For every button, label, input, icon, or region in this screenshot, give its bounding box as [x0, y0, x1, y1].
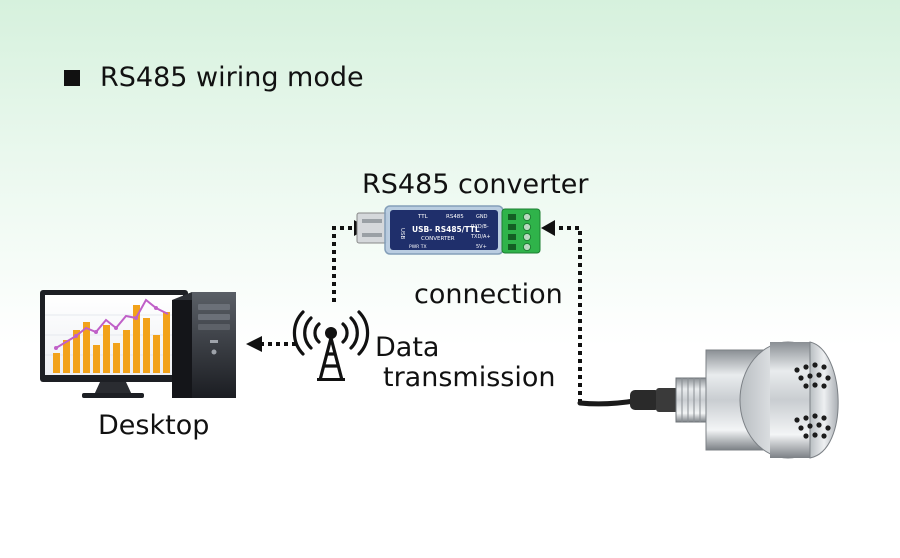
sensor-vent-holes [794, 362, 831, 439]
converter-body-line1: USB- RS485/TTL [412, 225, 480, 234]
arrow-into-desktop-icon [246, 336, 262, 352]
diagram-title: RS485 wiring mode [64, 62, 364, 93]
tower-pc [172, 292, 236, 398]
sensor-probe [577, 341, 839, 459]
title-bullet-square [64, 69, 80, 86]
usb-rs485-converter: TTL RS485 USB- RS485/TTL CONVERTER USB P… [356, 205, 541, 255]
converter-pin-txd: TXD/A+ [470, 234, 491, 240]
sensor-to-converter-line [555, 226, 582, 403]
converter-pcb [390, 210, 498, 250]
antenna-icon [292, 310, 370, 381]
title-text: RS485 wiring mode [100, 62, 364, 93]
converter-top-ttl: TTL [417, 214, 429, 220]
desktop-computer [40, 290, 236, 398]
antenna-to-converter-line [332, 226, 354, 302]
connection-lines [262, 226, 582, 403]
converter-pin-gnd: GND [476, 214, 488, 220]
arrow-into-terminal-icon [541, 220, 555, 236]
screen-bar-chart [53, 305, 170, 373]
converter-side-usb: USB [399, 228, 405, 240]
converter-pin-5v: 5V+ [476, 244, 487, 250]
sensor-threaded-nut [675, 377, 707, 423]
converter-top-rs485: RS485 [446, 214, 464, 220]
terminal-block [501, 208, 541, 254]
converter-label: RS485 converter [362, 169, 589, 200]
connection-label: connection [414, 279, 563, 310]
monitor-stand [94, 382, 132, 395]
desktop-label: Desktop [98, 410, 210, 441]
monitor [40, 290, 188, 398]
converter-leds: PWR TX [409, 244, 427, 250]
converter-body-line2: CONVERTER [421, 236, 455, 242]
converter-pin-rxd: RXD/B- [471, 224, 489, 230]
usb-plug-metal [356, 212, 388, 244]
data-transmission-label-line2: transmission [383, 362, 556, 393]
data-transmission-label-line1: Data [375, 332, 440, 363]
